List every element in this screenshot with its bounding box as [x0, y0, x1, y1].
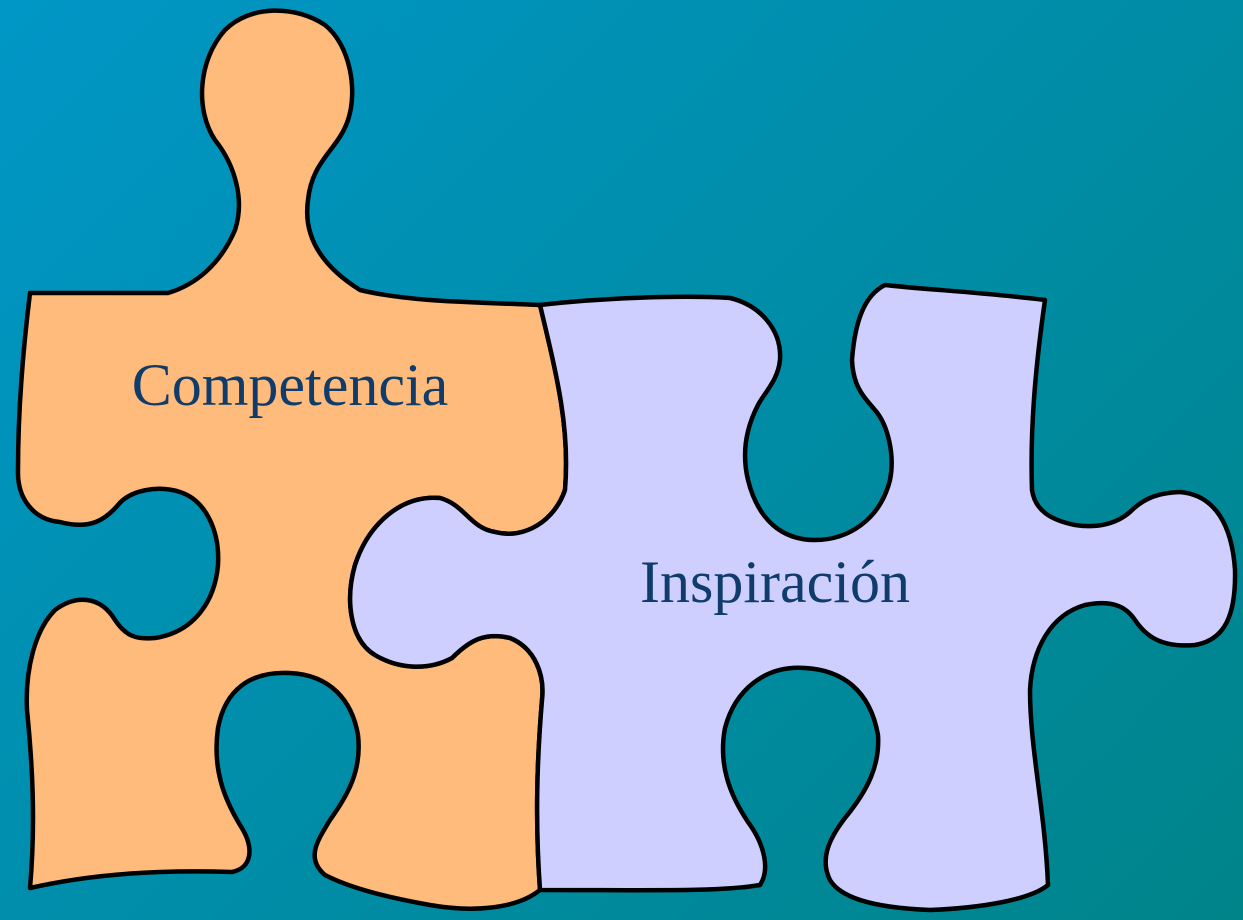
inspiracion-label: Inspiración	[640, 549, 910, 615]
puzzle-piece-right	[348, 282, 1238, 913]
puzzle-piece-left	[15, 8, 569, 911]
competencia-label: Competencia	[132, 352, 449, 418]
